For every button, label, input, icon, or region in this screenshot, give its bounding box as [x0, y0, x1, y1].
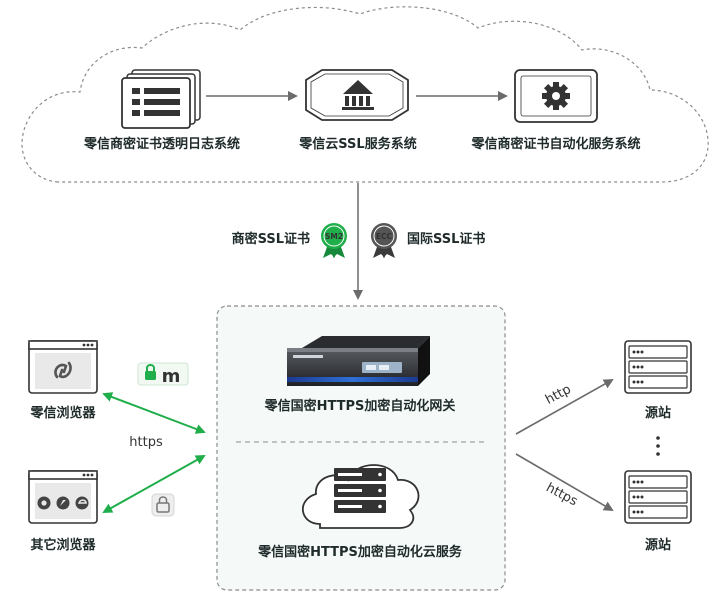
origin-server-icon: [624, 340, 692, 394]
ecc-badge-text: ECC: [376, 232, 393, 241]
sm2-badge-icon: SM2: [321, 223, 347, 258]
origin-server-icon: [624, 470, 692, 524]
system-label-ct-log: 零信商密证书透明日志系统: [83, 136, 240, 152]
https-arrow-top: [102, 392, 206, 434]
sm2-badge-text: SM2: [325, 232, 343, 241]
https-arrow-bottom: [102, 455, 206, 513]
gear-icon: [514, 69, 598, 123]
other-browser-icon: [28, 470, 98, 524]
ca-bank-icon: CA: [305, 69, 409, 121]
zerotrust-browser-label: 零信浏览器: [29, 405, 96, 421]
ca-text: CA: [352, 85, 364, 94]
https-origin-arrow: [515, 453, 614, 512]
cloud-service-label: 零信国密HTTPS加密自动化云服务: [257, 544, 463, 560]
origin-label-bottom: 源站: [645, 537, 671, 553]
system-label-auto-service: 零信商密证书自动化服务系统: [470, 136, 640, 152]
other-browser-label: 其它浏览器: [30, 537, 96, 553]
https-origin-label: https: [543, 480, 580, 509]
sm-ssl-cert-label: 商密SSL证书: [232, 231, 310, 247]
sm-lock-badge-icon: m: [137, 362, 189, 387]
https-label: https: [129, 435, 163, 450]
zerotrust-browser-icon: [28, 340, 98, 394]
http-arrow: [515, 379, 614, 435]
system-label-cloud-ssl: 零信云SSL服务系统: [298, 136, 416, 152]
origin-label-top: 源站: [645, 405, 671, 421]
intl-ssl-cert-label: 国际SSL证书: [407, 231, 485, 247]
sm-badge-text: m: [162, 366, 181, 387]
cloud-server-icon: [301, 464, 420, 529]
list-document-icon: [121, 69, 201, 129]
ecc-badge-icon: ECC: [371, 223, 397, 258]
gray-lock-icon: [151, 493, 175, 517]
gateway-device-icon: [287, 336, 430, 386]
more-dots-icon: [656, 436, 660, 456]
gateway-label: 零信国密HTTPS加密自动化网关: [264, 398, 456, 414]
